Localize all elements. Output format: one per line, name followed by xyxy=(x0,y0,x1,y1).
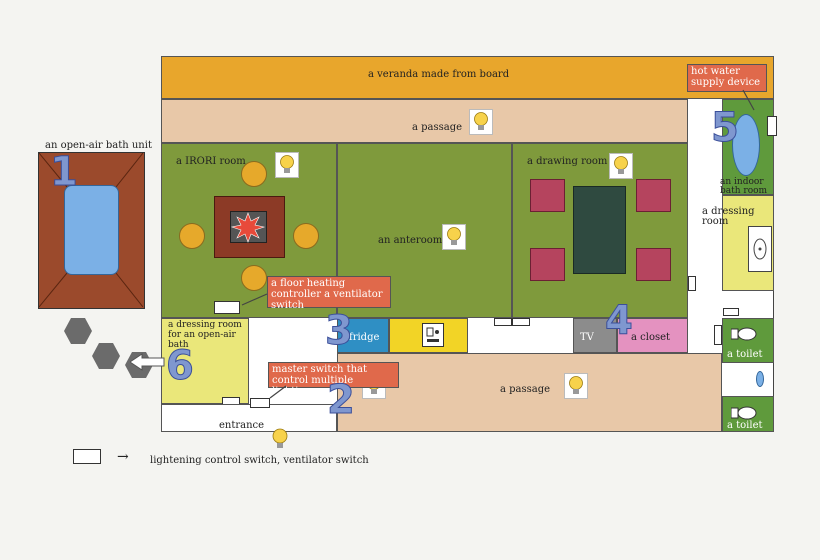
entrance xyxy=(161,404,337,432)
note-pointer xyxy=(241,293,268,306)
closet-label: a closet xyxy=(631,332,671,343)
number-label: 6 xyxy=(166,343,195,389)
cushion xyxy=(179,223,205,249)
closet xyxy=(617,318,688,353)
tv-label: TV xyxy=(580,332,594,343)
note-pointer xyxy=(269,385,287,399)
arrow-icon xyxy=(129,352,166,376)
fridge-label: fridge xyxy=(349,332,380,343)
number-label: 4 xyxy=(605,298,634,344)
toilet-icon xyxy=(730,405,757,425)
veranda xyxy=(161,56,774,99)
note-pointer xyxy=(742,89,755,111)
number-label: 1 xyxy=(50,149,79,195)
passage-bottom-label: a passage xyxy=(500,384,551,395)
chair xyxy=(636,248,671,281)
legend-switch-icon xyxy=(73,449,101,464)
chair xyxy=(530,179,565,212)
irori-room-label: a IRORI room xyxy=(176,156,246,167)
dressing-room-open-air-label: a dressing room for an open-air bath xyxy=(168,320,242,350)
cushion xyxy=(241,265,267,291)
number-label: 3 xyxy=(325,308,354,354)
fire-icon xyxy=(230,211,266,243)
legend-text: lightening control switch, ventilator sw… xyxy=(150,455,369,466)
drawing-room-label: a drawing room xyxy=(527,156,608,167)
light-bulb-icon xyxy=(442,224,466,250)
toilet-2-label: a toilet xyxy=(727,420,763,431)
light-bulb-icon xyxy=(275,152,299,178)
open-air-bathtub xyxy=(64,185,119,275)
switch-icon xyxy=(512,318,530,326)
switch-icon xyxy=(494,318,512,326)
switch-icon xyxy=(688,276,696,291)
anteroom-label: an anteroom xyxy=(378,235,443,246)
master-switch-note: master switch that control multiple ligh… xyxy=(268,362,399,397)
washbasin-icon xyxy=(756,371,764,387)
light-bulb-icon xyxy=(469,109,493,135)
switch-icon xyxy=(214,301,240,314)
legend-arrow: → xyxy=(117,449,129,465)
switch-icon xyxy=(723,308,739,316)
veranda-label: a veranda made from board xyxy=(368,69,510,80)
switch-icon xyxy=(714,325,722,345)
light-bulb-icon xyxy=(270,427,290,455)
switch-icon xyxy=(767,116,777,136)
light-bulb-icon xyxy=(564,373,588,399)
indoor-bath-label: an indoor bath room xyxy=(720,177,768,196)
light-bulb-icon xyxy=(609,153,633,179)
fridge xyxy=(337,318,389,353)
toilet-icon xyxy=(730,326,757,346)
chair xyxy=(636,179,671,212)
bathtub-indoor xyxy=(732,114,760,176)
number-label: 2 xyxy=(327,377,356,423)
stepping-stone xyxy=(92,343,120,369)
chair xyxy=(530,248,565,281)
stepping-stone xyxy=(64,318,92,344)
toilet-1-label: a toilet xyxy=(727,349,763,360)
stove-icon xyxy=(422,323,444,347)
entrance-label: entrance xyxy=(219,420,265,431)
switch-icon xyxy=(250,398,270,408)
dressing-room-label: a dressing room xyxy=(702,206,755,227)
cushion xyxy=(293,223,319,249)
cushion xyxy=(241,161,267,187)
drawing-table xyxy=(573,186,626,274)
floor-heating-note: a floor heating controller a ventilator … xyxy=(267,276,391,311)
number-label: 5 xyxy=(711,105,740,151)
toilet-1 xyxy=(722,318,774,363)
tv-cabinet xyxy=(573,318,617,353)
passage-top xyxy=(161,99,688,143)
passage-top-label: a passage xyxy=(412,122,463,133)
dressing-room-open-air xyxy=(161,318,249,404)
sink-icon xyxy=(748,226,772,272)
open-air-bath-label: an open-air bath unit xyxy=(45,140,152,151)
passage-bottom xyxy=(337,353,722,432)
hot-water-note: hot water supply device xyxy=(687,64,767,92)
